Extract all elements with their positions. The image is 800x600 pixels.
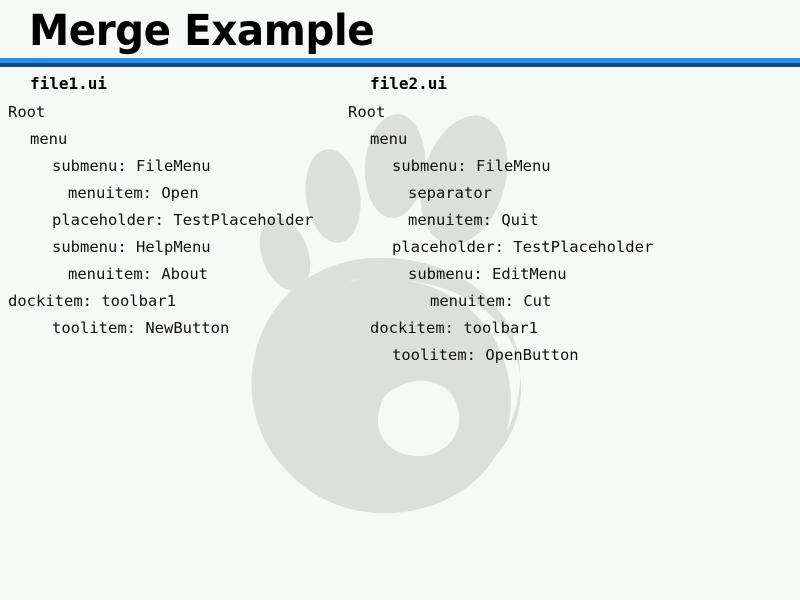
page-title: Merge Example bbox=[29, 6, 375, 56]
tree-node[interactable]: submenu: FileMenu bbox=[392, 157, 551, 175]
file2-tree: Root menu submenu: FileMenu separator me… bbox=[340, 99, 780, 369]
tree-node[interactable]: menuitem: Quit bbox=[408, 211, 539, 229]
tree-node[interactable]: Root bbox=[348, 103, 386, 121]
tree-node[interactable]: submenu: FileMenu bbox=[52, 157, 211, 175]
tree-node[interactable]: separator bbox=[408, 184, 492, 202]
tree-node[interactable]: menuitem: Open bbox=[68, 184, 199, 202]
tree-node[interactable]: dockitem: toolbar1 bbox=[8, 292, 176, 310]
tree-node[interactable]: Root bbox=[8, 103, 46, 121]
file2-column: file2.ui Root menu submenu: FileMenu sep… bbox=[340, 72, 780, 369]
tree-node[interactable]: menuitem: Cut bbox=[430, 292, 552, 310]
file1-tree: Root menu submenu: FileMenu menuitem: Op… bbox=[0, 99, 345, 342]
header-rule-light bbox=[0, 58, 800, 63]
file1-column: file1.ui Root menu submenu: FileMenu men… bbox=[0, 72, 345, 342]
tree-node[interactable]: toolitem: NewButton bbox=[52, 319, 230, 337]
file1-label: file1.ui bbox=[30, 74, 108, 93]
tree-node[interactable]: placeholder: TestPlaceholder bbox=[52, 211, 314, 229]
tree-node[interactable]: toolitem: OpenButton bbox=[392, 346, 579, 364]
title-bar: Merge Example bbox=[0, 0, 800, 67]
tree-node[interactable]: menu bbox=[370, 130, 408, 148]
header-rule-dark bbox=[0, 63, 800, 67]
file2-label: file2.ui bbox=[370, 74, 448, 93]
tree-node[interactable]: submenu: HelpMenu bbox=[52, 238, 211, 256]
tree-node[interactable]: menuitem: About bbox=[68, 265, 208, 283]
tree-node[interactable]: menu bbox=[30, 130, 68, 148]
tree-node[interactable]: submenu: EditMenu bbox=[408, 265, 567, 283]
tree-node[interactable]: placeholder: TestPlaceholder bbox=[392, 238, 654, 256]
tree-node[interactable]: dockitem: toolbar1 bbox=[370, 319, 538, 337]
